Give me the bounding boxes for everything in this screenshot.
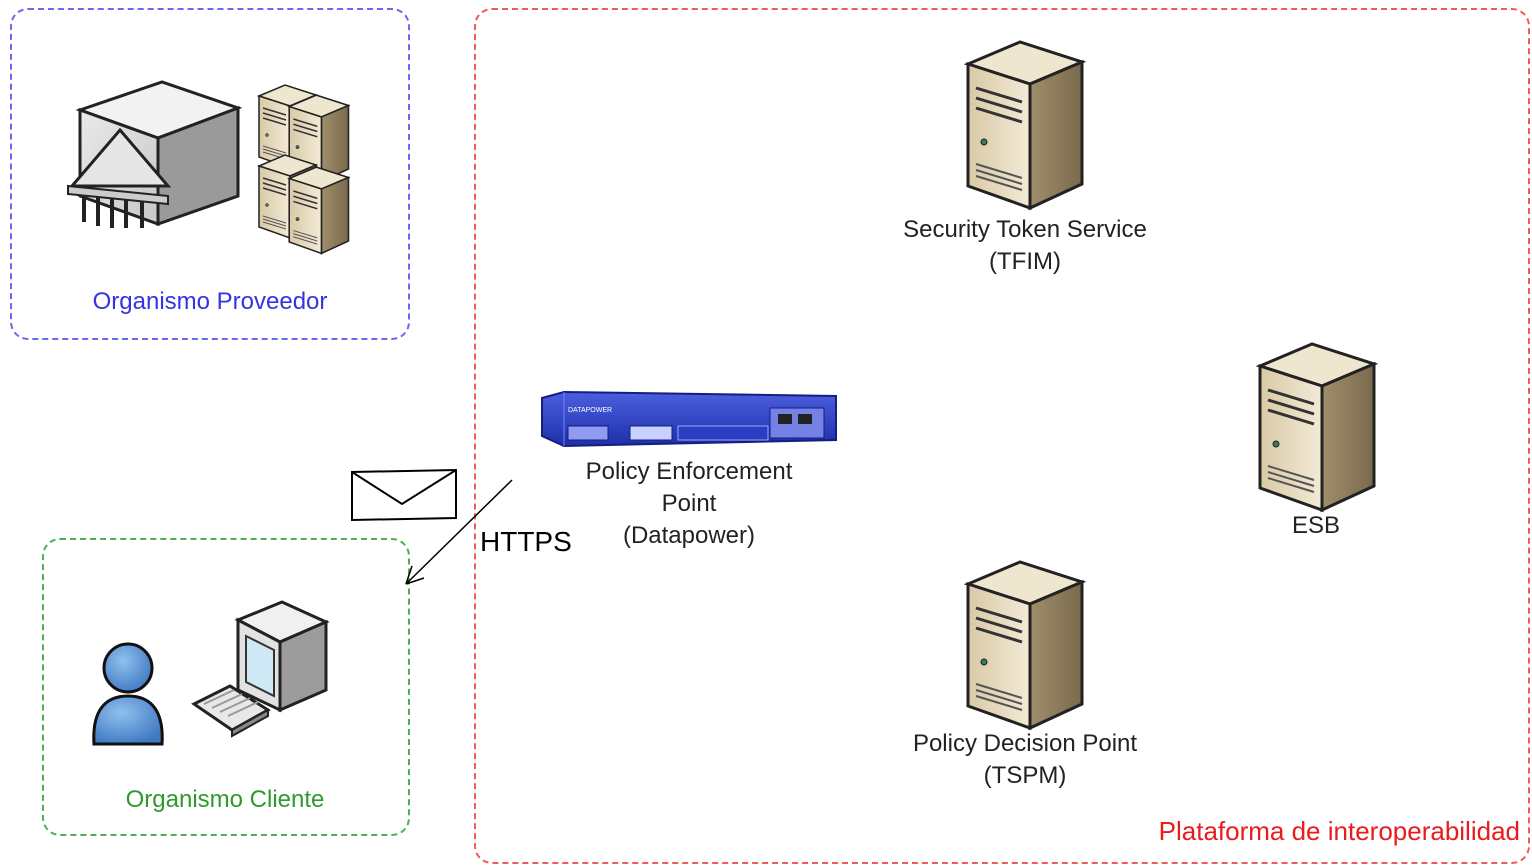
https-label: HTTPS: [480, 526, 572, 557]
computer-icon: [191, 600, 330, 738]
pep-label-line3: (Datapower): [622, 522, 756, 549]
datapower-appliance-icon: DATAPOWER: [541, 390, 837, 448]
user-icon: [92, 642, 164, 746]
group-label-plataforma: Plataforma de interoperabilidad: [1158, 816, 1520, 846]
pdp-label-line1: Policy Decision Point: [912, 730, 1138, 757]
sts-label: Security Token Service (TFIM): [860, 214, 1190, 278]
esb-label: ESB: [1291, 512, 1341, 539]
group-label-cliente: Organismo Cliente: [125, 786, 325, 813]
pep-label-line2: Point: [661, 490, 717, 517]
government-building-icon: [67, 80, 243, 228]
group-label-proveedor: Organismo Proveedor: [92, 288, 328, 315]
pdp-label: Policy Decision Point (TSPM): [860, 728, 1190, 792]
group-organismo-cliente: [42, 538, 410, 836]
group-plataforma-interoperabilidad: [474, 8, 1530, 864]
sts-label-line1: Security Token Service: [903, 216, 1147, 243]
pep-label-line1: Policy Enforcement: [585, 458, 793, 485]
datapower-brand: DATAPOWER: [568, 407, 612, 414]
pdp-label-line2: (TSPM): [983, 762, 1067, 789]
group-organismo-proveedor: [10, 8, 410, 340]
envelope-icon: [351, 468, 457, 522]
sts-label-line2: (TFIM): [989, 248, 1061, 275]
pep-label: Policy Enforcement Point (Datapower): [554, 456, 824, 552]
keyboard-icon: [191, 684, 271, 738]
